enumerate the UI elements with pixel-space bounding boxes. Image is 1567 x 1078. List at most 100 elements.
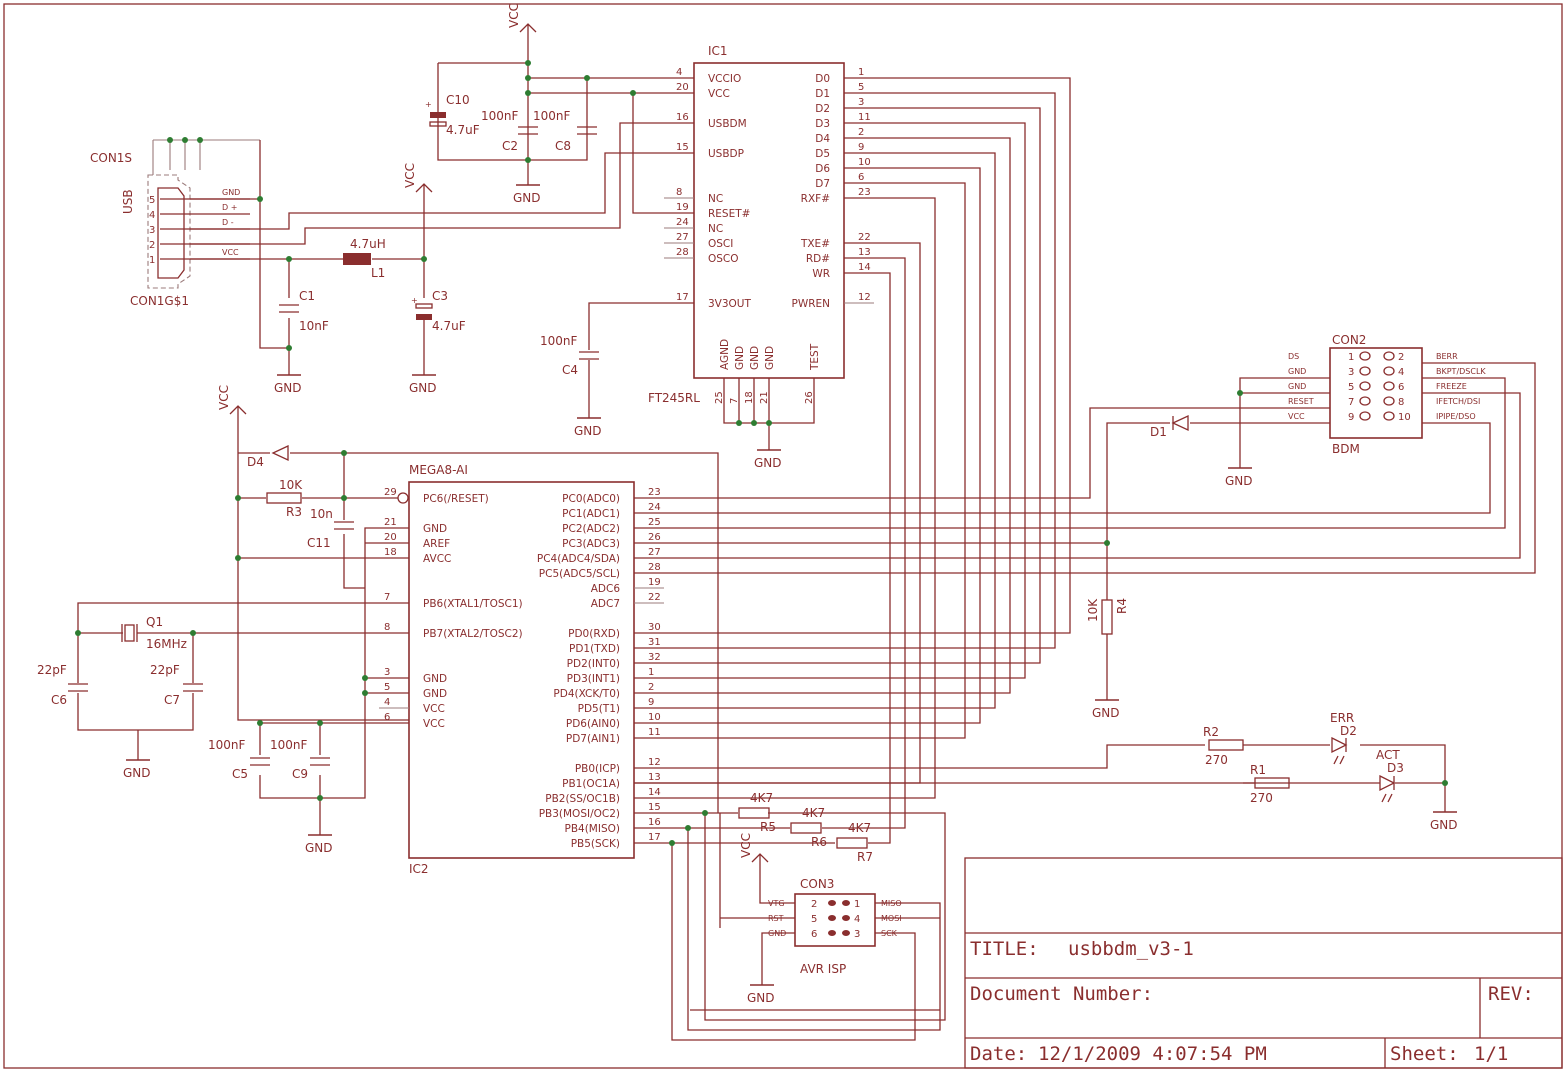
ic1-pin-name: GND	[734, 346, 746, 370]
wires	[77, 40, 1536, 1041]
ic2-pin-name: PC5(ADC5/SCL)	[539, 568, 620, 580]
resistor-r1: R1 270	[1250, 763, 1290, 805]
con2-right-label: IFETCH/DSI	[1436, 397, 1480, 406]
ic1-pin-num: 20	[676, 82, 689, 93]
ic2-pin-name: PB2(SS/OC1B)	[545, 793, 620, 805]
svg-text:4K7: 4K7	[750, 791, 773, 805]
svg-text:100nF: 100nF	[481, 109, 519, 123]
ic2-pin-num: 21	[384, 517, 397, 528]
svg-text:10K: 10K	[279, 478, 303, 492]
svg-text:C11: C11	[307, 536, 331, 550]
svg-text:C9: C9	[292, 767, 308, 781]
ic2-pin-name: VCC	[423, 703, 445, 715]
ic2-pin-name: PD2(INT0)	[567, 658, 620, 670]
capacitor-c5: 100nF C5	[208, 738, 270, 781]
svg-text:R5: R5	[760, 820, 776, 834]
capacitor-c6: 22pF C6	[37, 663, 88, 707]
svg-text:L1: L1	[371, 266, 385, 280]
svg-text:4K7: 4K7	[802, 806, 825, 820]
ic1-pin-name: NC	[708, 223, 723, 235]
svg-text:+: +	[411, 296, 418, 305]
title-block: TITLE: usbbdm_v3-1 Document Number: REV:…	[964, 857, 1563, 1069]
capacitor-c9: 100nF C9	[270, 738, 330, 781]
capacitor-c7: 22pF C7	[150, 663, 203, 707]
usb-side-label: USB	[121, 189, 135, 214]
ic2-pin-name: PD0(RXD)	[568, 628, 620, 640]
ic1-pin-name: AGND	[719, 339, 731, 370]
ic1-pin-num: 4	[676, 67, 682, 78]
con2-right-label: IPIPE/DSO	[1436, 412, 1476, 421]
ic1-pin-num: 23	[858, 187, 871, 198]
capacitor-c10: + C10 4.7uF	[425, 93, 480, 137]
ic2-pin-num: 14	[648, 787, 661, 798]
svg-text:270: 270	[1250, 791, 1273, 805]
resistor-r6: 4K7 R6	[790, 806, 827, 849]
ic1-pin-name: D7	[815, 178, 830, 190]
ic2-pin-name: AREF	[423, 538, 450, 550]
svg-text:C1: C1	[299, 289, 315, 303]
ic1-pin-num: 5	[858, 82, 864, 93]
ic2-pin-name: PD3(INT1)	[567, 673, 620, 685]
ic1-pin-name: PWREN	[792, 298, 831, 310]
con2-pin-num: 5	[1348, 382, 1354, 393]
svg-text:100nF: 100nF	[270, 738, 308, 752]
svg-text:C4: C4	[562, 363, 578, 377]
diode-d4: D4	[247, 444, 289, 469]
ic2-pin-num: 17	[648, 832, 661, 843]
ic1-pin-name: TXE#	[800, 238, 830, 250]
resistor-r3: 10K R3	[266, 478, 303, 519]
usb-pin-name: VCC	[222, 248, 239, 257]
ic2-pin-num: 20	[384, 532, 397, 543]
ic2-pin-name: VCC	[423, 718, 445, 730]
ic2-pin-name: GND	[423, 673, 447, 685]
con3-pin-num: 2	[811, 899, 817, 910]
usb-pin-num: 5	[149, 195, 155, 206]
svg-text:R2: R2	[1203, 725, 1219, 739]
svg-text:ERR: ERR	[1330, 711, 1354, 725]
con2-left-label: RESET	[1288, 397, 1314, 406]
ic2-pin-name: PD1(TXD)	[569, 643, 620, 655]
ic2-pin-name: AVCC	[423, 553, 451, 565]
con2-part: BDM	[1332, 442, 1360, 456]
gnd-label: GND	[574, 424, 602, 438]
ic2-pin-num: 10	[648, 712, 661, 723]
ic2-pin-name: PB5(SCK)	[571, 838, 620, 850]
ic2-pin-num: 6	[384, 712, 390, 723]
ic1-pin-name: D4	[815, 133, 830, 145]
ic1-pin-num: 7	[729, 398, 740, 404]
ic1-part: FT245RL	[648, 391, 700, 405]
sheet-label: Sheet:	[1390, 1043, 1459, 1065]
con2-body	[1329, 347, 1423, 439]
con2-pin-num: 2	[1398, 352, 1404, 363]
ic1-pin-num: 17	[676, 292, 689, 303]
ic1-pin-name: NC	[708, 193, 723, 205]
svg-text:R7: R7	[857, 850, 873, 864]
usb-shield	[147, 174, 191, 289]
ic1-pin-num: 19	[676, 202, 689, 213]
usb-pin-name: D -	[222, 218, 234, 227]
ic2-pin-num: 29	[384, 487, 397, 498]
ic2-reset-bubble	[397, 492, 409, 504]
ic2-pin-num: 4	[384, 697, 390, 708]
date-value: 12/1/2009 4:07:54 PM	[1038, 1043, 1267, 1065]
ic1-pin-num: 18	[744, 391, 755, 404]
svg-text:Q1: Q1	[146, 615, 163, 629]
ic1-pin-name: D0	[815, 73, 830, 85]
con2-pin-num: 7	[1348, 397, 1354, 408]
ic2-pin-name: ADC7	[591, 598, 620, 610]
usb-shield-tabs	[152, 139, 260, 175]
ic1-pin-num: 28	[676, 247, 689, 258]
svg-text:D2: D2	[1340, 724, 1357, 738]
svg-text:R6: R6	[811, 835, 827, 849]
con2-pin-num: 3	[1348, 367, 1354, 378]
ic1-pin-name: GND	[749, 346, 761, 370]
ic1-pin-name: USBDM	[708, 118, 747, 130]
svg-text:4.7uF: 4.7uF	[446, 123, 480, 137]
capacitor-c1: C1 10nF	[279, 289, 329, 333]
vcc-label: VCC	[403, 163, 417, 188]
